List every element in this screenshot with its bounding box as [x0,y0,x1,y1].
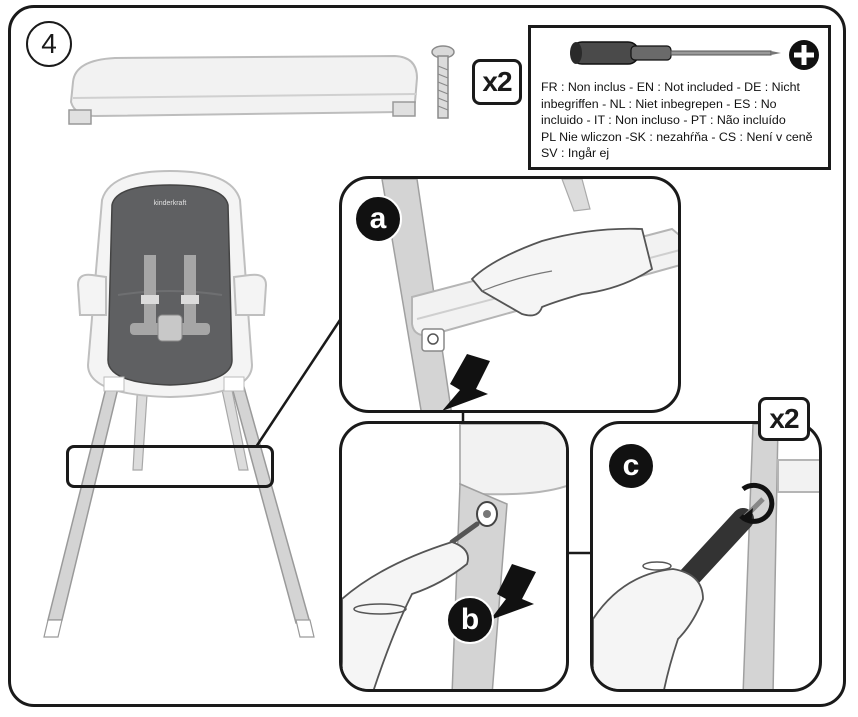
detail-panel-c: c [590,421,822,692]
translation-line: incluido - IT : Non incluso - PT : Não i… [541,113,786,127]
footrest-part-illustration [68,54,419,125]
plus-icon [789,40,819,70]
step-letter-c-label: c [622,449,640,482]
translation-line: inbegriffen - NL : Niet inbegrepen - ES … [541,96,777,111]
detail-panel-b: b [339,421,569,692]
step-number-badge: 4 [26,21,72,67]
instruction-frame [8,5,846,707]
panel-b-illustration [342,424,566,689]
step-letter-c: c [607,442,655,490]
panel-c-illustration [593,424,819,689]
high-chair-illustration: kinderkraft [43,169,315,638]
footrest-position-highlight [66,445,274,488]
step-letter-b-label: b [460,603,480,636]
screw-quantity-label: x2 [482,66,512,97]
step-number: 4 [41,28,57,59]
brand-logo-text: kinderkraft [154,200,187,207]
step-letter-b: b [446,596,494,644]
panel-c-quantity-label: x2 [769,403,799,434]
screw-quantity-box: x2 [472,59,522,105]
screw-part-illustration [431,45,455,119]
screwdriver-icon [570,41,781,65]
translation-line: SV : Ingår ej [541,146,610,160]
detail-panel-a: a [339,176,681,413]
translation-line: FR : Non inclus - EN : Not included - DE… [541,80,800,94]
step-letter-a: a [354,195,402,243]
panel-c-quantity-box: x2 [758,397,810,441]
panel-a-illustration [381,179,678,410]
tool-not-included-box: FR : Non inclus - EN : Not included - DE… [528,25,831,170]
step-letter-a-label: a [369,202,387,235]
not-included-translations: FR : Non inclus - EN : Not included - DE… [541,79,829,162]
translation-line: PL Nie wliczon -SK : nezahŕňa - CS : Nen… [541,129,813,144]
